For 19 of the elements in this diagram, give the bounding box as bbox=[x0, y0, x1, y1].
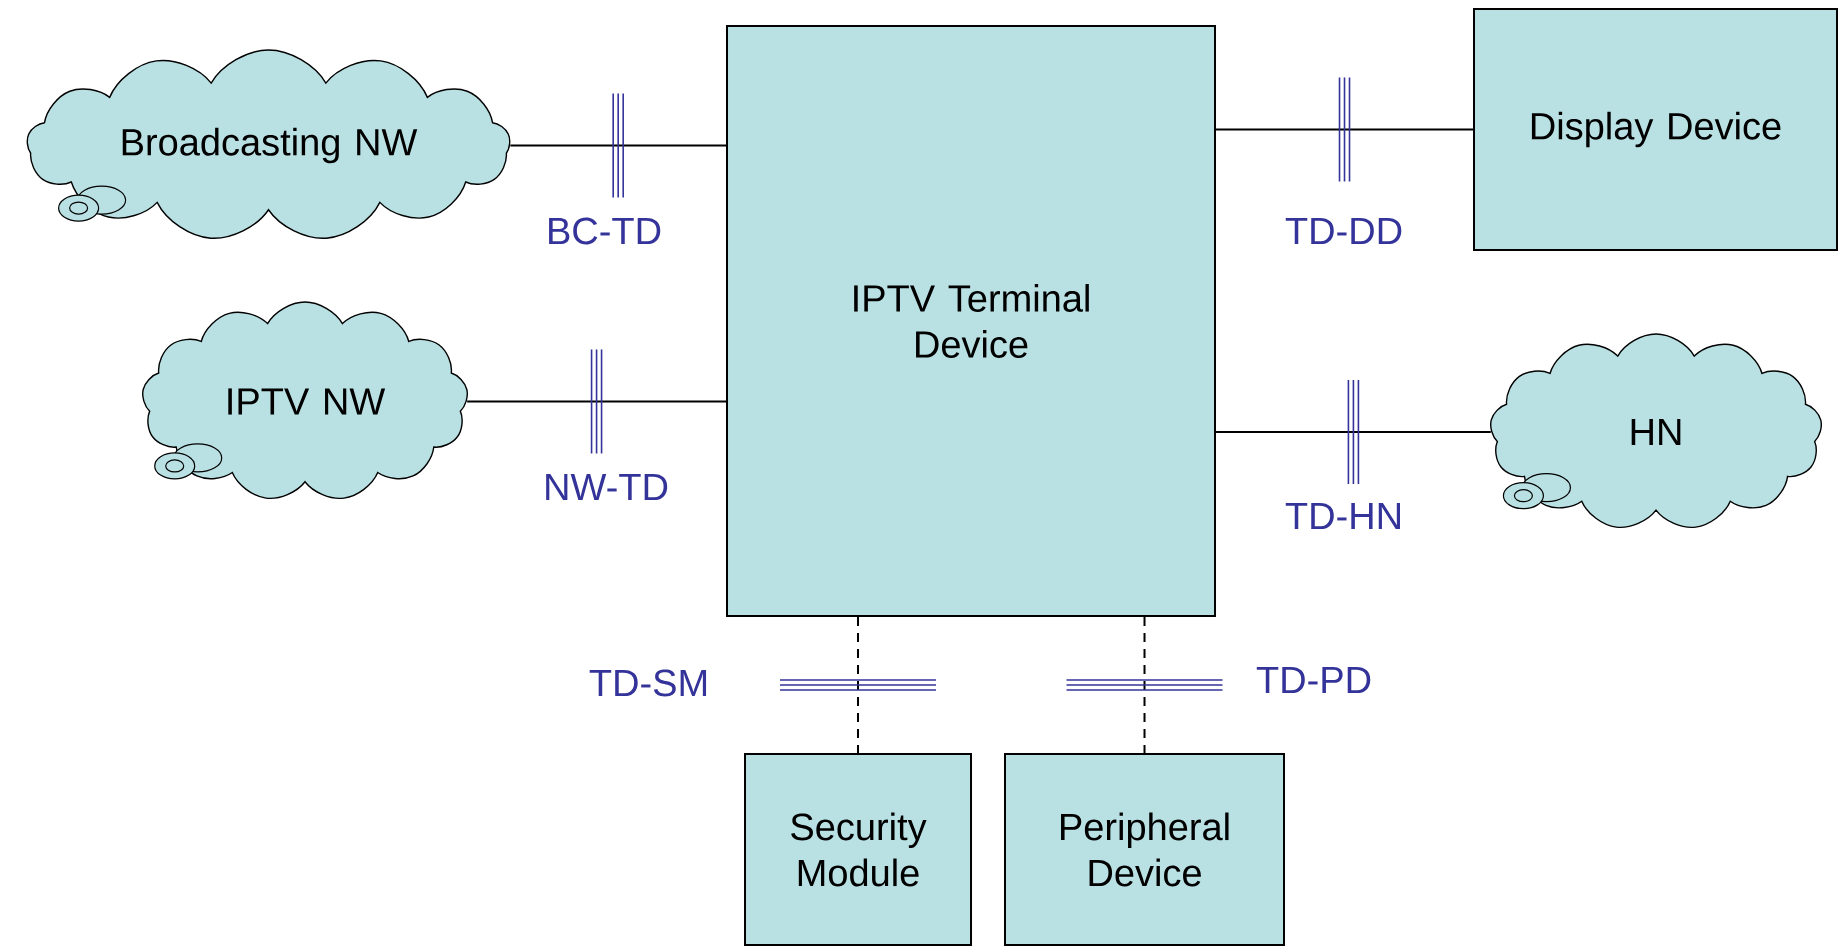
edge-label: TD-DD bbox=[1285, 217, 1402, 245]
connector-line bbox=[857, 616, 859, 754]
edge-label: BC-TD bbox=[549, 217, 661, 245]
cloud: Broadcasting NW bbox=[26, 49, 511, 239]
edge-label: TD-SM bbox=[589, 669, 707, 697]
connector-line bbox=[466, 400, 727, 403]
edge-label: NW-TD bbox=[546, 473, 668, 501]
process-box: Display Device bbox=[1473, 8, 1838, 251]
cloud: HN bbox=[1490, 333, 1822, 529]
process-box: Security Module bbox=[744, 753, 972, 946]
process-box: Peripheral Device bbox=[1004, 753, 1285, 946]
connector-line bbox=[1215, 128, 1474, 131]
connector-line bbox=[1215, 431, 1492, 433]
connector-line bbox=[1143, 616, 1146, 754]
cloud: IPTV NW bbox=[142, 301, 468, 500]
edge-label: TD-HN bbox=[1285, 502, 1400, 530]
edge-label: TD-PD bbox=[1256, 666, 1371, 694]
connector-line bbox=[509, 144, 727, 147]
process-box: IPTV Terminal Device bbox=[726, 25, 1216, 617]
